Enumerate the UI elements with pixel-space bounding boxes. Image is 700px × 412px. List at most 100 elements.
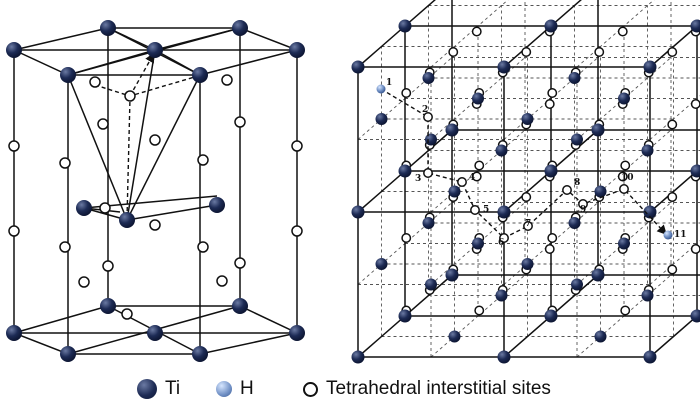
ti-atom (472, 237, 484, 250)
ti-atom (422, 217, 435, 229)
ti-atom (544, 309, 558, 323)
ti-atom (497, 350, 511, 364)
legend-tetrahedral: Tetrahedral interstitial sites (303, 378, 551, 400)
path-label: 8 (574, 178, 580, 188)
ti-atom (351, 350, 365, 364)
ti-atom (690, 19, 700, 33)
tetrahedral-site (544, 244, 555, 254)
h-atom (376, 84, 386, 94)
ti-atom (568, 72, 581, 84)
path-label: 4 (469, 173, 475, 183)
tetrahedral-site (474, 160, 485, 171)
tetrahedral-site (401, 233, 412, 243)
ti-atom (544, 19, 558, 33)
legend-ti-label: Ti (165, 378, 181, 399)
ti-atom (591, 123, 605, 137)
ti-atom (641, 144, 654, 157)
path-label: 2 (422, 105, 428, 115)
ti-atom (690, 164, 700, 178)
ti-atom (422, 72, 435, 84)
path-label: 11 (674, 230, 687, 240)
fcc-lattice (351, 0, 700, 364)
ti-atom (618, 92, 630, 105)
path-site (619, 184, 629, 194)
legend-tetrahedral-label: Tetrahedral interstitial sites (326, 378, 551, 399)
ti-atom (375, 258, 388, 270)
path-label: 10 (621, 173, 634, 183)
tetrahedral-site (667, 264, 678, 275)
ti-atom (445, 268, 459, 282)
tetrahedral-site (667, 192, 678, 202)
ti-atom (448, 330, 461, 343)
path-label: 6 (498, 238, 504, 248)
tetrahedral-site (471, 26, 482, 37)
ti-atom (351, 60, 365, 74)
ti-atom (521, 113, 534, 125)
path-label: 7 (525, 219, 531, 229)
ti-atom (497, 60, 511, 74)
tetrahedral-site (544, 99, 555, 109)
ti-atom (591, 268, 605, 282)
tetrahedral-site (617, 26, 628, 37)
hcp-ti-atoms (6, 20, 305, 362)
ti-atom (643, 205, 657, 219)
ti-atom (351, 205, 365, 219)
ti-atom (448, 185, 461, 198)
ti-atom (425, 278, 437, 291)
tetrahedral-site (594, 47, 605, 57)
tetrahedral-site (471, 171, 482, 182)
ti-atom (521, 258, 534, 270)
tetrahedral-site (521, 192, 532, 202)
path-site (470, 205, 480, 215)
path-site (523, 221, 533, 231)
tetrahedral-site (547, 233, 558, 243)
ti-atom (398, 309, 412, 323)
legend-h-label: H (240, 378, 254, 399)
ti-atom (690, 309, 700, 323)
tetrahedral-site (667, 47, 678, 57)
tetrahedral-site (690, 244, 700, 254)
path-site (578, 199, 588, 209)
ti-atom (398, 164, 412, 178)
path-label: 9 (580, 205, 586, 215)
tetrahedral-site (474, 305, 485, 316)
legend: Ti H Tetrahedral interstitial sites (0, 372, 700, 412)
ti-atom (375, 113, 388, 125)
ti-atom (568, 217, 581, 229)
path-site (457, 177, 467, 187)
ti-atom (495, 289, 508, 302)
ti-atom (643, 350, 657, 364)
h-atom-icon (216, 381, 232, 397)
path-site (499, 233, 509, 243)
ti-atom (618, 237, 630, 250)
legend-h: H (216, 378, 254, 400)
tetrahedral-site (448, 47, 459, 57)
ti-atom (594, 330, 607, 343)
tetrahedral-site-icon (303, 381, 318, 397)
ti-atom (425, 133, 437, 146)
fcc-path-labels: 1 2 3 4 5 6 7 8 9 10 11 (386, 78, 687, 248)
ti-atom (398, 19, 412, 33)
path-site (423, 112, 433, 122)
hcp-unit-cell (6, 20, 305, 362)
ti-atom (641, 289, 654, 302)
ti-atom (571, 133, 583, 146)
tetrahedral-site (620, 160, 631, 171)
ti-atom (643, 60, 657, 74)
ti-atom (571, 278, 583, 291)
path-label: 5 (483, 205, 489, 215)
ti-atom (495, 144, 508, 157)
tetrahedral-site (521, 47, 532, 57)
path-site (562, 185, 572, 195)
tetrahedral-site (667, 119, 678, 130)
h-atom (663, 230, 673, 240)
ti-atom-icon (137, 379, 157, 399)
path-label: 1 (386, 78, 392, 88)
legend-ti: Ti (137, 378, 180, 400)
hcp-tetrahedral-sites (8, 74, 303, 320)
tetrahedral-site (617, 171, 628, 182)
tetrahedral-site (620, 305, 631, 316)
tetrahedral-site (547, 88, 558, 98)
ti-atom (497, 205, 511, 219)
